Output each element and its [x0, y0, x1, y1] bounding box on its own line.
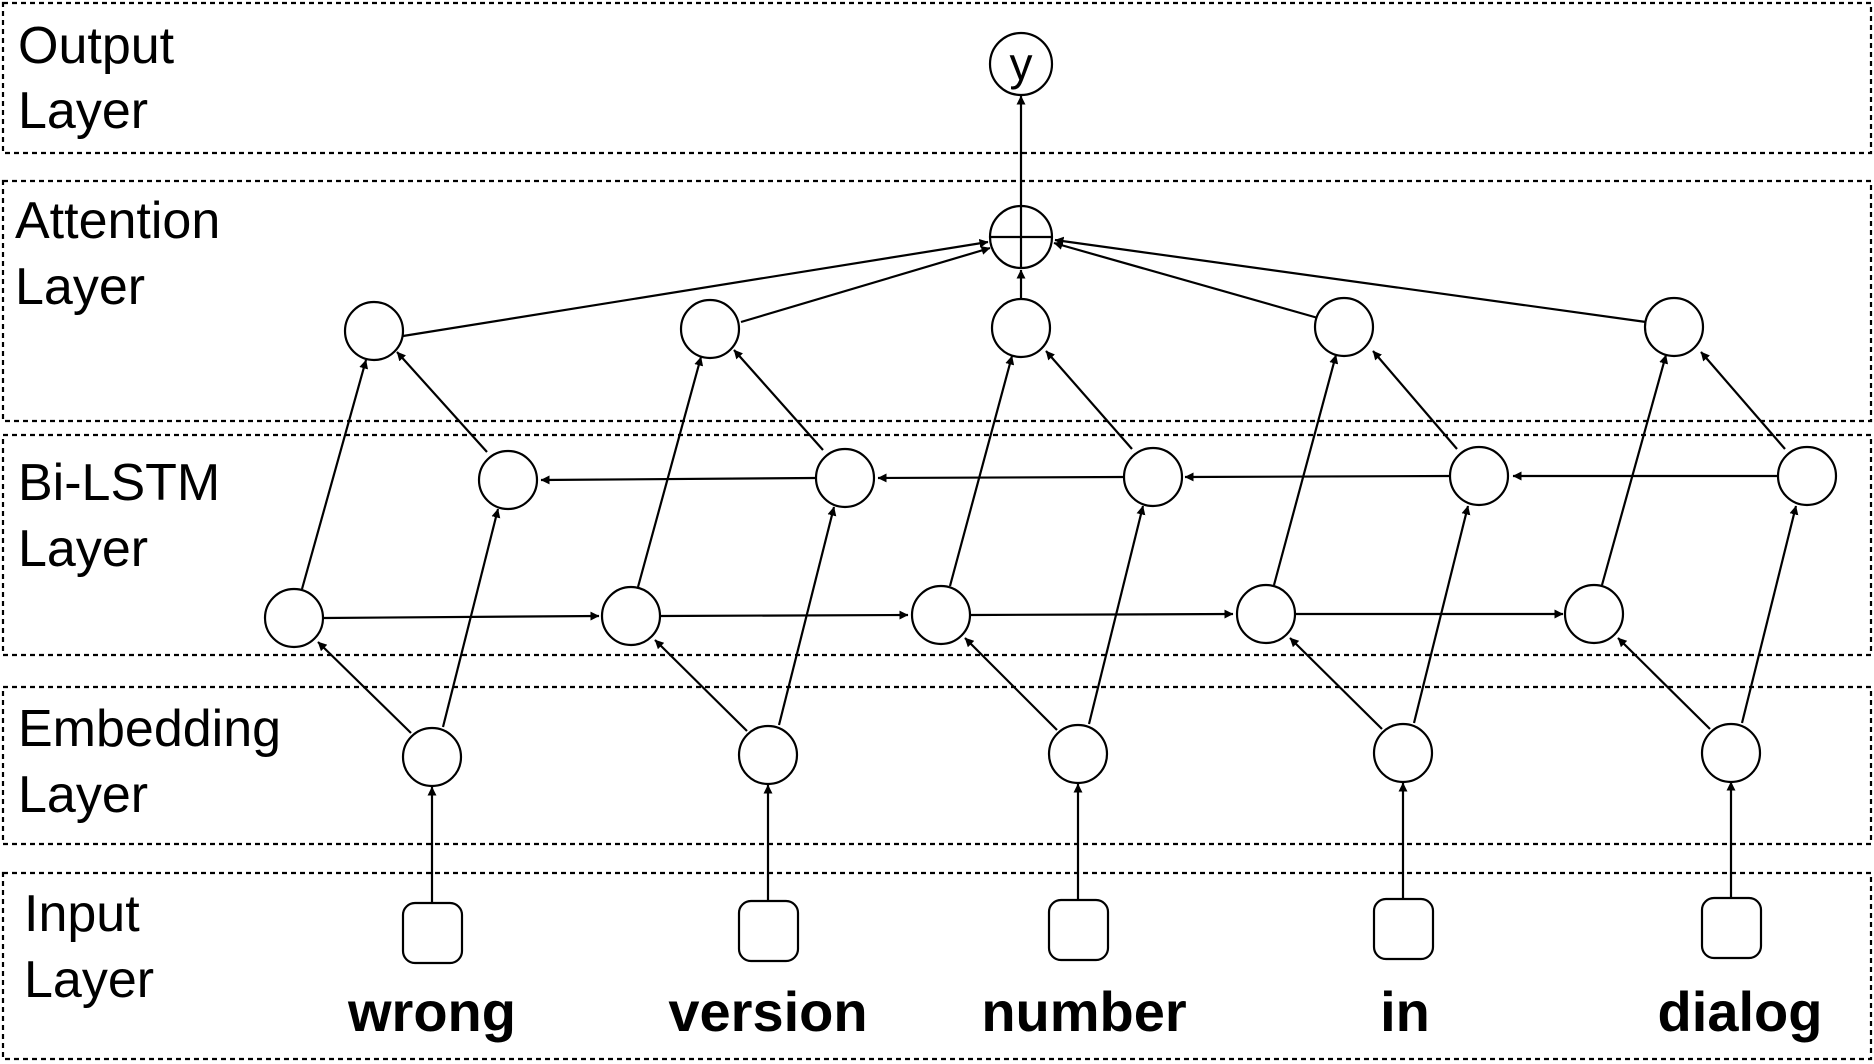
embedding-node [1700, 722, 1762, 784]
attention-layer-label-line2: Layer [15, 258, 145, 316]
attention-layer-label: Attention Layer [15, 192, 220, 316]
output-node: y [988, 31, 1054, 97]
input-token-box [737, 899, 800, 963]
input-layer-label: Input Layer [24, 885, 154, 1009]
output-node-label: y [1010, 38, 1033, 90]
edge-fw5-to-att5 [1600, 354, 1669, 586]
input-token-box [1700, 896, 1763, 960]
forward-lstm-node [1235, 583, 1297, 645]
edge-fw3-to-fw4 [970, 609, 1234, 619]
embedding-node [401, 726, 463, 788]
input-word-version: version [668, 980, 867, 1043]
input-word-dialog: dialog [1658, 980, 1823, 1043]
input-word-wrong: wrong [347, 980, 516, 1043]
input-layer-box [1, 871, 1873, 1061]
attention-node [1643, 296, 1705, 358]
bilstm-layer-label: Bi-LSTM Layer [18, 454, 220, 578]
edge-emb1-to-bw1 [441, 508, 501, 728]
edge-bw3-to-att3 [1045, 350, 1133, 450]
attention-node [343, 300, 405, 362]
backward-lstm-node [1776, 445, 1838, 507]
edge-emb5-to-fw5 [1617, 637, 1711, 730]
attention-node [1313, 296, 1375, 358]
attention-node [679, 298, 741, 360]
edge-bw4-to-att4 [1372, 350, 1458, 450]
edge-bw1-to-att1 [396, 351, 488, 453]
backward-lstm-node [1448, 445, 1510, 507]
edge-fw3-to-att3 [948, 355, 1015, 587]
embedding-nodes [401, 722, 1762, 788]
attention-node [990, 297, 1052, 359]
embedding-layer-label: Embedding Layer [18, 700, 281, 824]
attention-layer-box [1, 179, 1873, 423]
edge-emb2-to-bw2 [777, 506, 837, 726]
edge-fw4-to-att4 [1272, 354, 1339, 586]
attention-layer-label-line1: Attention [15, 192, 220, 250]
edge-emb4-to-fw4 [1289, 637, 1383, 730]
forward-lstm-node [600, 585, 662, 647]
backward-lstm-node [477, 449, 539, 511]
forward-lstm-node [1563, 583, 1625, 645]
edge-emb4-to-bw4 [1412, 505, 1471, 724]
forward-lstm-node [910, 584, 972, 646]
output-layer-label: Output Layer [18, 17, 175, 140]
embedding-node [1372, 722, 1434, 784]
edge-fw1-to-att1 [300, 359, 369, 590]
input-token-box [1372, 897, 1435, 961]
edge-bw3-to-bw2 [877, 473, 1125, 483]
input-layer-label-line2: Layer [24, 951, 154, 1009]
edge-att2-to-combine [740, 246, 991, 324]
input-word-in: in [1380, 980, 1430, 1043]
edge-att5-to-combine [1054, 236, 1647, 324]
output-layer-box [1, 1, 1873, 155]
edge-bw5-to-att5 [1700, 351, 1786, 450]
embedding-layer-box [1, 685, 1873, 846]
edge-emb2-to-fw2 [654, 639, 748, 732]
edge-emb3-to-bw3 [1087, 505, 1146, 725]
edge-bw4-to-bw3 [1184, 472, 1450, 482]
forward-lstm-node [263, 587, 325, 649]
backward-lstm-nodes [477, 445, 1838, 511]
edge-bw2-to-bw1 [540, 475, 816, 485]
edge-att1-to-combine [402, 238, 989, 338]
input-layer-label-line1: Input [24, 885, 140, 943]
embedding-layer-label-line1: Embedding [18, 700, 281, 758]
input-words: wrong version number in dialog [347, 980, 1822, 1043]
edge-emb5-to-bw5 [1740, 505, 1799, 724]
edge-fw2-to-att2 [636, 356, 704, 588]
backward-lstm-node [814, 447, 876, 509]
edges [300, 95, 1799, 903]
input-word-number: number [981, 980, 1186, 1043]
attention-nodes [343, 296, 1705, 362]
edge-bw2-to-att2 [733, 349, 824, 451]
input-token-boxes [401, 896, 1763, 965]
input-token-box [1047, 898, 1110, 962]
edge-fw2-to-fw3 [660, 610, 909, 620]
forward-lstm-nodes [263, 583, 1625, 649]
output-layer-label-line1: Output [18, 17, 175, 75]
embedding-layer-label-line2: Layer [18, 766, 148, 824]
bilstm-layer-label-line2: Layer [18, 520, 148, 578]
backward-lstm-node [1122, 446, 1184, 508]
edge-emb3-to-fw3 [964, 637, 1058, 731]
output-layer-label-line2: Layer [18, 82, 148, 140]
attention-combine-node [988, 204, 1054, 270]
edge-emb1-to-fw1 [317, 641, 412, 734]
edge-att4-to-combine [1053, 241, 1319, 320]
edge-fw1-to-fw2 [323, 611, 600, 621]
output-node-circle [988, 31, 1054, 97]
embedding-node [1047, 723, 1109, 785]
embedding-node [737, 724, 799, 786]
bilstm-layer-label-line1: Bi-LSTM [18, 454, 220, 512]
input-token-box [401, 901, 464, 965]
